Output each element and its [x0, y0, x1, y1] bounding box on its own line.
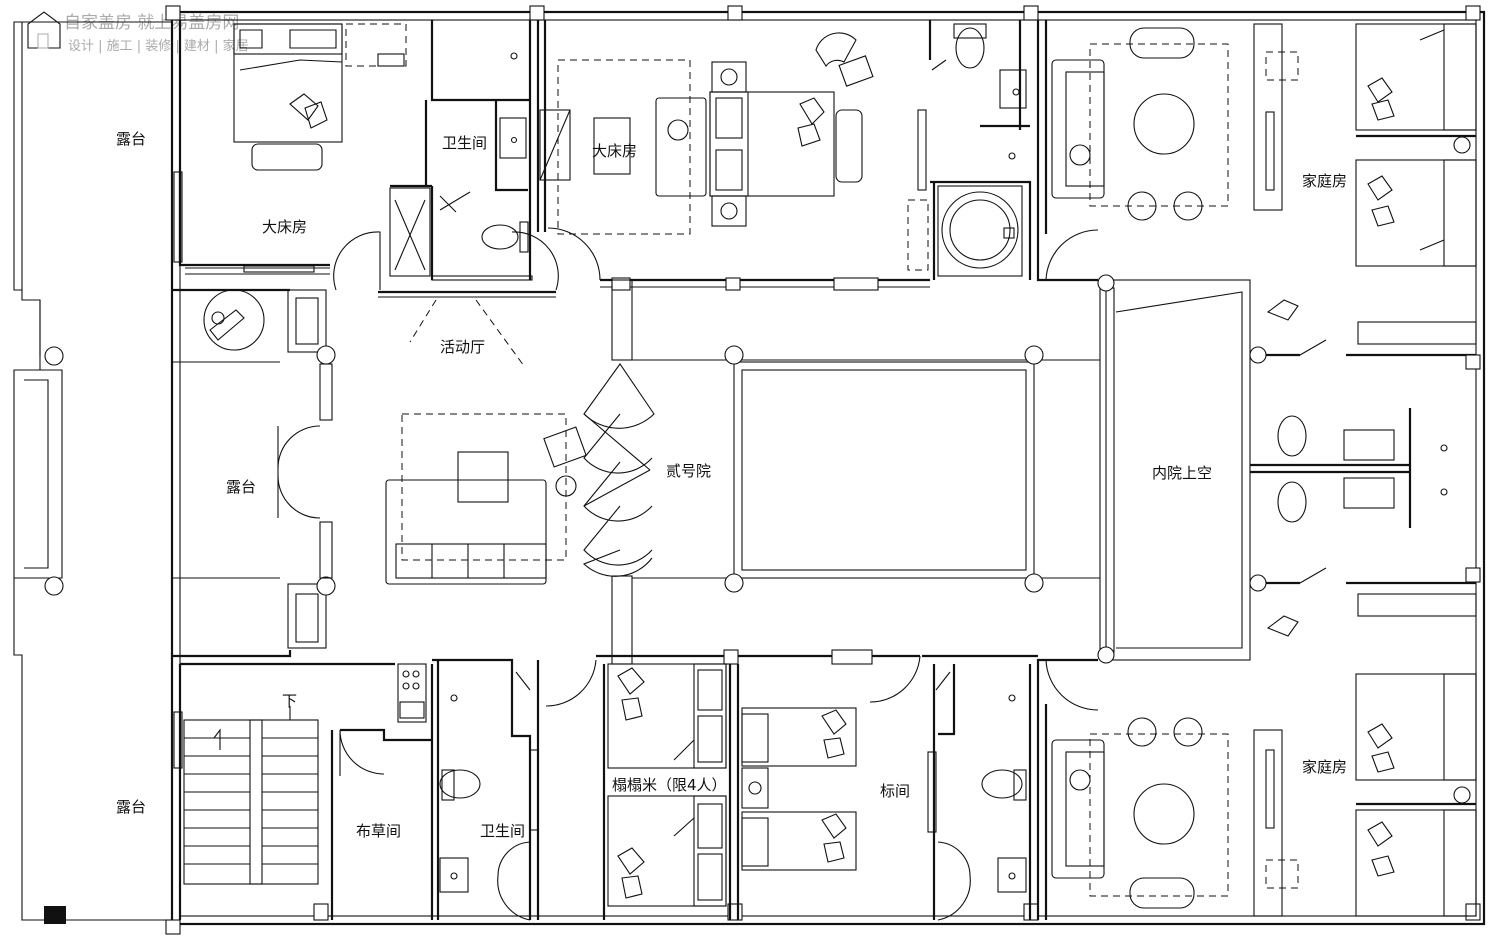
- label-bathroom-top: 卫生间: [442, 134, 487, 152]
- label-master-bedroom-2: 大床房: [592, 142, 637, 160]
- label-terrace-bottom-left: 露台: [116, 798, 146, 816]
- room-stairs: 下: [172, 650, 395, 920]
- label-inner-courtyard-void: 内院上空: [1152, 464, 1212, 482]
- room-inner-courtyard-void: 内院上空: [1045, 229, 1251, 711]
- watermark: 自家盖房 就上易盖房网 设计 | 施工 | 装修 | 建材 | 家居: [27, 11, 249, 54]
- room-bathroom-bottom: 卫生间: [432, 658, 597, 921]
- room-family-bottom: 家庭房: [1036, 658, 1477, 920]
- room-courtyard-two: 贰号院: [582, 279, 1100, 665]
- room-master-bedroom-1: 大床房: [173, 20, 407, 275]
- label-linen-room: 布草间: [356, 822, 401, 840]
- room-linen: 布草间: [330, 663, 434, 920]
- left-terrace-outline: [13, 21, 172, 924]
- room-bathroom-top: 卫生间: [378, 20, 556, 298]
- room-master-bedroom-2: 大床房: [536, 20, 930, 291]
- right-middle-baths: [1249, 299, 1481, 637]
- label-family-room-bottom: 家庭房: [1302, 758, 1347, 776]
- label-bathroom-bottom: 卫生间: [480, 822, 525, 840]
- label-master-bedroom-1: 大床房: [262, 218, 307, 236]
- label-activity-hall: 活动厅: [440, 338, 485, 356]
- label-stair-down: 下: [282, 692, 297, 710]
- watermark-subtitle: 设计 | 施工 | 装修 | 建材 | 家居: [68, 38, 249, 54]
- room-activity-hall: 活动厅 露台: [172, 227, 601, 649]
- exterior-walls: [165, 5, 1486, 935]
- label-twin-room: 标间: [880, 782, 910, 800]
- room-ensuite-top: [907, 20, 1032, 280]
- label-courtyard-two: 贰号院: [666, 462, 711, 480]
- room-tatami: 榻榻米（限4人）: [596, 649, 739, 920]
- room-family-top: 家庭房: [1036, 20, 1477, 282]
- label-family-room-top: 家庭房: [1302, 172, 1347, 190]
- label-terrace-top-left: 露台: [116, 130, 146, 148]
- label-terrace-middle: 露台: [226, 478, 256, 496]
- room-twin: 标间: [736, 649, 921, 920]
- watermark-title: 自家盖房 就上易盖房网: [64, 13, 239, 33]
- label-tatami-room: 榻榻米（限4人）: [612, 776, 727, 794]
- room-twin-bath: [922, 654, 1038, 921]
